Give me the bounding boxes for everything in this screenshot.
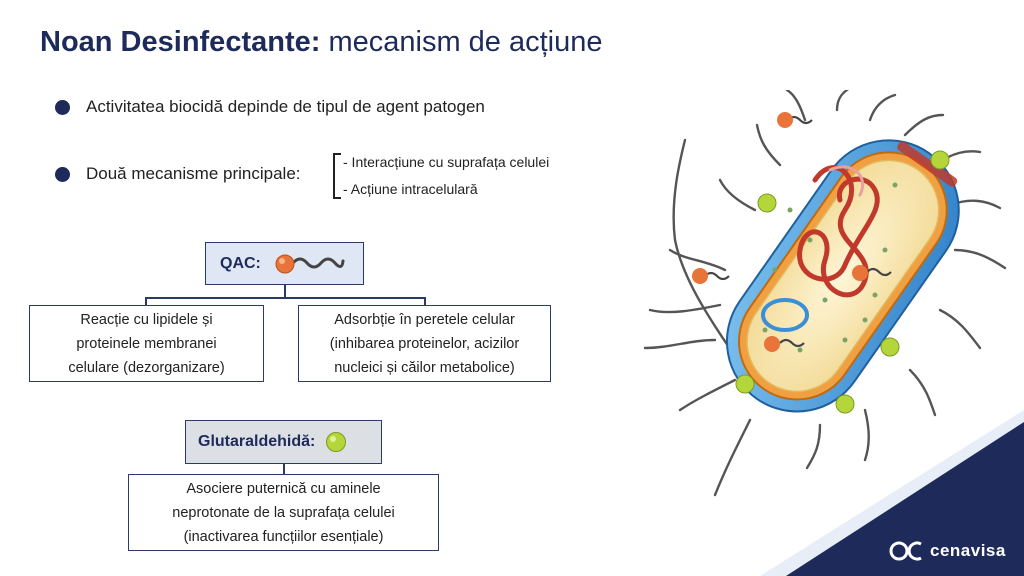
bacterium-illustration xyxy=(643,90,1007,497)
mechanism-surface: - Interacțiune cu suprafața celulei xyxy=(343,154,550,170)
box-line: Reacție cu lipidele și xyxy=(80,311,213,328)
corner-decoration xyxy=(760,410,1024,576)
box-line: celulare (dezorganizare) xyxy=(68,359,225,376)
logo-text: cenavisa xyxy=(930,541,1006,560)
qac-connector xyxy=(424,297,426,306)
box-line: proteinele membranei xyxy=(76,335,217,352)
cenavisa-logo: cenavisa xyxy=(888,540,1006,562)
title-rest: mecanism de acțiune xyxy=(328,26,603,58)
glutaraldehyde-molecules xyxy=(735,150,950,414)
box-line: (inhibarea proteinelor, acizilor xyxy=(329,335,520,352)
qac-connector xyxy=(284,285,286,298)
qac-connector xyxy=(145,297,147,306)
mechanism-intracellular: - Acțiune intracelulară xyxy=(343,181,478,197)
mechanisms-bracket xyxy=(333,153,341,199)
box-line: neprotonate de la suprafața celulei xyxy=(172,504,395,521)
bullet-dot-icon xyxy=(55,99,70,115)
glutaraldehyde-effect: Asociere puternică cu aminele neprotonat… xyxy=(128,474,439,551)
bullet-text: Activitatea biocidă depinde de tipul de … xyxy=(86,97,485,116)
logo-mark-icon xyxy=(889,541,922,561)
qac-molecules xyxy=(692,112,892,352)
qac-header: QAC: xyxy=(205,242,364,285)
glutaraldehyde-connector xyxy=(283,464,285,475)
box-line: Asociere puternică cu aminele xyxy=(186,480,381,497)
bullet-biocidal-activity: Activitatea biocidă depinde de tipul de … xyxy=(55,97,485,117)
qac-label: QAC: xyxy=(220,254,261,272)
dna-strand xyxy=(797,165,880,298)
qac-connector xyxy=(145,297,425,299)
glutaraldehyde-molecule-icon xyxy=(326,432,347,452)
qac-effect-lipids: Reacție cu lipidele și proteinele membra… xyxy=(29,305,264,382)
qac-effect-adsorption: Adsorbție în peretele celular (inhibarea… xyxy=(298,305,551,382)
bullet-two-mechanisms: Două mecanisme principale: xyxy=(55,164,301,184)
title-bold: Noan Desinfectante: xyxy=(40,26,321,58)
bullet-text: Două mecanisme principale: xyxy=(86,164,301,183)
ribosomes xyxy=(762,182,898,353)
page-title: Noan Desinfectante: mecanism de acțiune xyxy=(40,26,602,59)
qac-molecule-icon xyxy=(275,254,345,273)
glutaraldehyde-label: Glutaraldehidă: xyxy=(198,433,316,450)
bullet-dot-icon xyxy=(55,166,70,182)
box-line: nucleici și căilor metabolice) xyxy=(334,359,515,376)
box-line: Adsorbție în peretele celular xyxy=(334,311,515,328)
glutaraldehyde-header: Glutaraldehidă: xyxy=(185,420,382,464)
plasmid xyxy=(761,298,809,332)
box-line: (inactivarea funcțiilor esențiale) xyxy=(183,528,384,545)
